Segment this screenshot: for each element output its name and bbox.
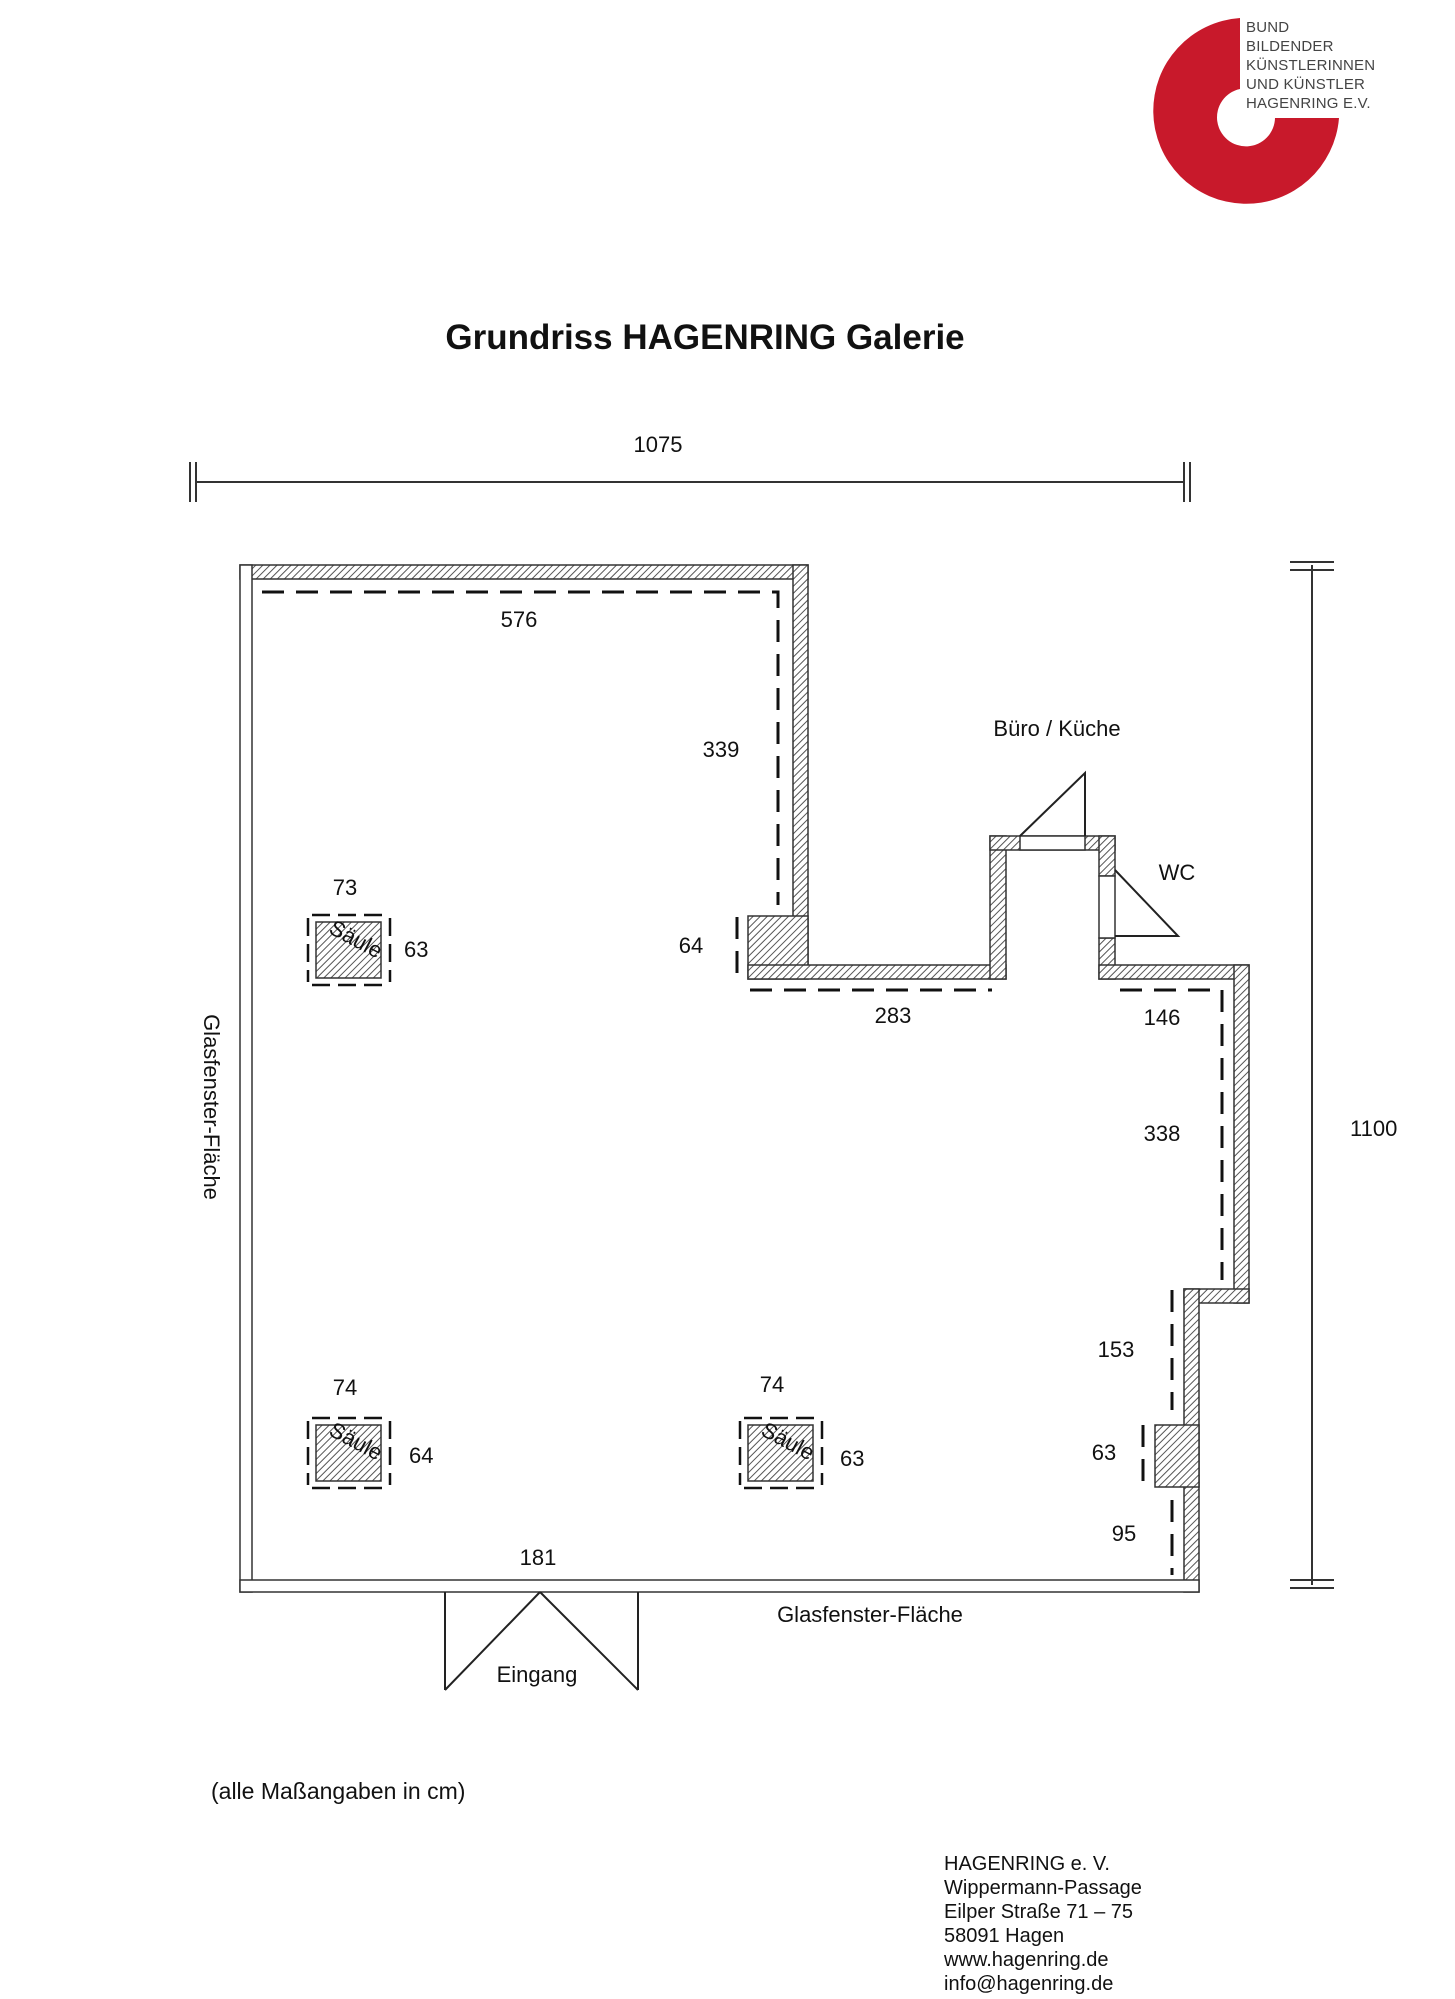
logo-line: BUND: [1246, 19, 1290, 36]
logo-ring-icon: [1153, 18, 1340, 204]
step-label: 64: [679, 933, 703, 958]
glass-left-label: Glasfenster-Fläche: [199, 1014, 224, 1200]
logo-line: KÜNSTLERINNEN: [1246, 57, 1376, 74]
right-pillar-label: 63: [1092, 1440, 1116, 1465]
width-dimension-label: 1075: [634, 432, 683, 457]
logo-line: UND KÜNSTLER: [1246, 76, 1366, 93]
pillar-1-width-label: 73: [333, 875, 357, 900]
pillar-1: [306, 913, 392, 987]
upper-right-wall-label: 339: [703, 737, 740, 762]
logo-text: BUND BILDENDER KÜNSTLERINNEN UND KÜNSTLE…: [1246, 18, 1375, 113]
address-line: Eilper Straße 71 – 75: [944, 1901, 1133, 1923]
address-line: Wippermann-Passage: [944, 1877, 1142, 1899]
height-dimension-label: 1100: [1350, 1116, 1397, 1141]
width-dimension-line: [189, 462, 1191, 502]
wc-label: WC: [1159, 860, 1196, 885]
lower-right-wall-label: 153: [1098, 1337, 1135, 1362]
address-line: 58091 Hagen: [944, 1925, 1065, 1947]
office-door-icon: [1019, 770, 1086, 837]
entrance-door-icon: [444, 1581, 639, 1691]
pillar-2-depth-label: 64: [409, 1443, 433, 1468]
hanging-wall-dashes: [262, 590, 1224, 1575]
pillar-2-width-label: 74: [333, 1375, 357, 1400]
wc-door-icon: [1114, 869, 1181, 937]
right-wall-label: 338: [1144, 1121, 1181, 1146]
pillar-1-depth-label: 63: [404, 937, 428, 962]
pillar-3-width-label: 74: [760, 1372, 784, 1397]
height-dimension-line: [1290, 561, 1334, 1589]
top-wall-label: 576: [501, 607, 538, 632]
page-title: Grundriss HAGENRING Galerie: [445, 318, 965, 357]
glass-bottom-label: Glasfenster-Fläche: [777, 1602, 963, 1627]
address-line: HAGENRING e. V.: [944, 1853, 1110, 1875]
entrance-width-label: 181: [520, 1545, 557, 1570]
address-block: HAGENRING e. V. Wippermann-Passage Eilpe…: [944, 1852, 1142, 1996]
pillar-3-depth-label: 63: [840, 1446, 864, 1471]
office-label: Büro / Küche: [993, 716, 1120, 741]
entrance-label: Eingang: [497, 1662, 578, 1687]
address-line: info@hagenring.de: [944, 1973, 1114, 1995]
mid-wall-label: 283: [875, 1003, 912, 1028]
units-note: (alle Maßangaben in cm): [211, 1778, 466, 1804]
pillar-2: [306, 1416, 392, 1490]
bottom-right-label: 95: [1112, 1521, 1136, 1546]
pillar-3: [738, 1416, 824, 1490]
logo-line: HAGENRING E.V.: [1246, 95, 1371, 112]
logo-line: BILDENDER: [1246, 38, 1334, 55]
wc-wall-label: 146: [1144, 1005, 1181, 1030]
address-line: www.hagenring.de: [944, 1949, 1109, 1971]
walls: [239, 564, 1250, 1593]
